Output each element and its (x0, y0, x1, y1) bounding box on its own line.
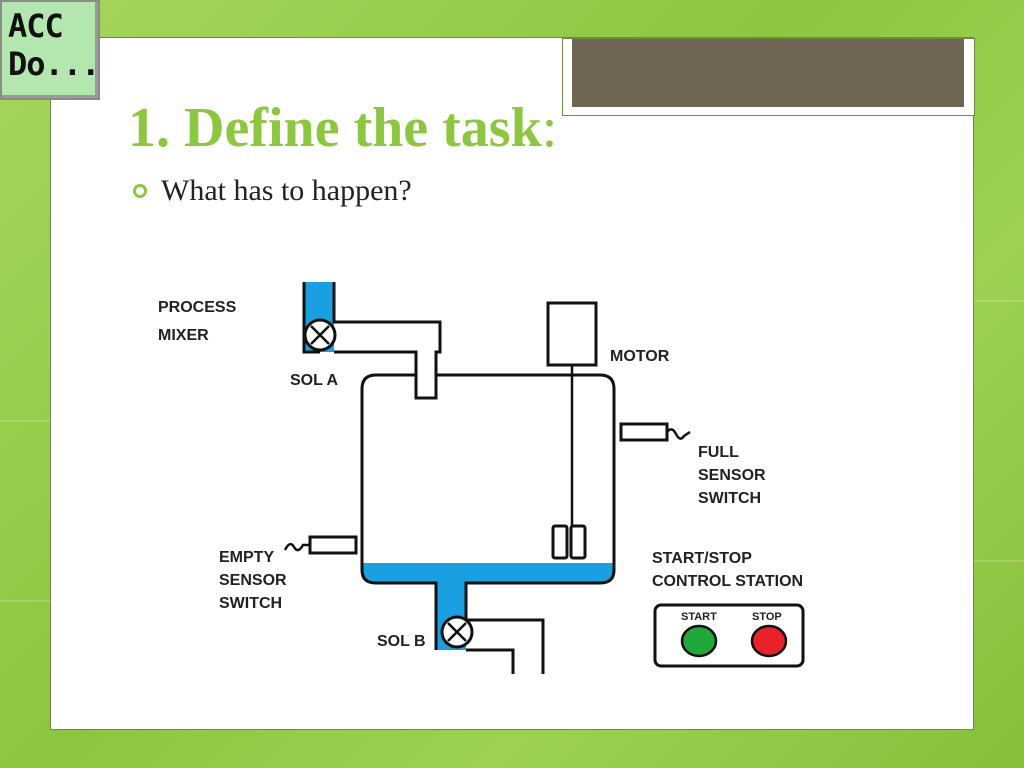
label-empty: EMPTY (219, 549, 274, 566)
logo-line-2: Do... (8, 45, 100, 83)
label-empty-sensor: SENSOR (219, 572, 287, 589)
label-sol-b: SOL B (377, 633, 426, 650)
label-full-switch: SWITCH (698, 490, 761, 507)
label-sol-a: SOL A (290, 372, 338, 389)
label-mixer: MIXER (158, 327, 209, 344)
sol-a-outlet-pipe (332, 282, 442, 400)
sol-b-outlet-bottom (466, 648, 515, 674)
start-button[interactable] (680, 624, 718, 658)
empty-sensor-wave-icon (283, 542, 310, 552)
slide-panel (50, 37, 975, 730)
label-full: FULL (698, 444, 739, 461)
logo-line-1: ACC (8, 7, 64, 45)
agitator-paddle-right (569, 524, 587, 560)
tank-fluid (362, 563, 614, 650)
full-sensor-switch (619, 422, 669, 442)
background-line (0, 600, 50, 602)
label-motor: MOTOR (610, 348, 670, 365)
background-line (0, 420, 50, 422)
bullet-text: What has to happen? (161, 174, 412, 207)
slide-title: 1. Define the task: (128, 96, 557, 160)
empty-sensor-switch (308, 535, 358, 555)
title-placeholder-fill (572, 39, 964, 107)
slide-title-text: 1. Define the task (128, 97, 542, 159)
sol-b-valve-cross (447, 622, 467, 642)
motor-box (546, 301, 598, 367)
bullet-item: What has to happen? (133, 174, 412, 208)
background-line (974, 560, 1024, 562)
label-control-station: CONTROL STATION (652, 573, 803, 590)
title-placeholder-box (562, 38, 975, 116)
full-sensor-wave-icon (666, 428, 691, 440)
label-empty-switch: SWITCH (219, 595, 282, 612)
slide-title-colon: : (541, 97, 558, 159)
stop-button[interactable] (750, 624, 788, 658)
label-start-button: START (681, 611, 717, 623)
tank-right-wall (436, 373, 616, 620)
label-full-sensor: SENSOR (698, 467, 766, 484)
tank-left-wall (360, 373, 438, 650)
label-start-stop: START/STOP (652, 550, 752, 567)
sol-b-outlet-top (466, 618, 545, 674)
background-line (974, 300, 1024, 302)
label-stop-button: STOP (752, 611, 782, 623)
logo: ACC Do... (0, 0, 100, 100)
agitator-paddle-left (551, 524, 569, 560)
sol-a-inlet-pipe (302, 282, 320, 354)
bullet-circle-icon (133, 184, 147, 198)
sol-a-valve-cross (310, 325, 330, 345)
label-process: PROCESS (158, 299, 237, 316)
